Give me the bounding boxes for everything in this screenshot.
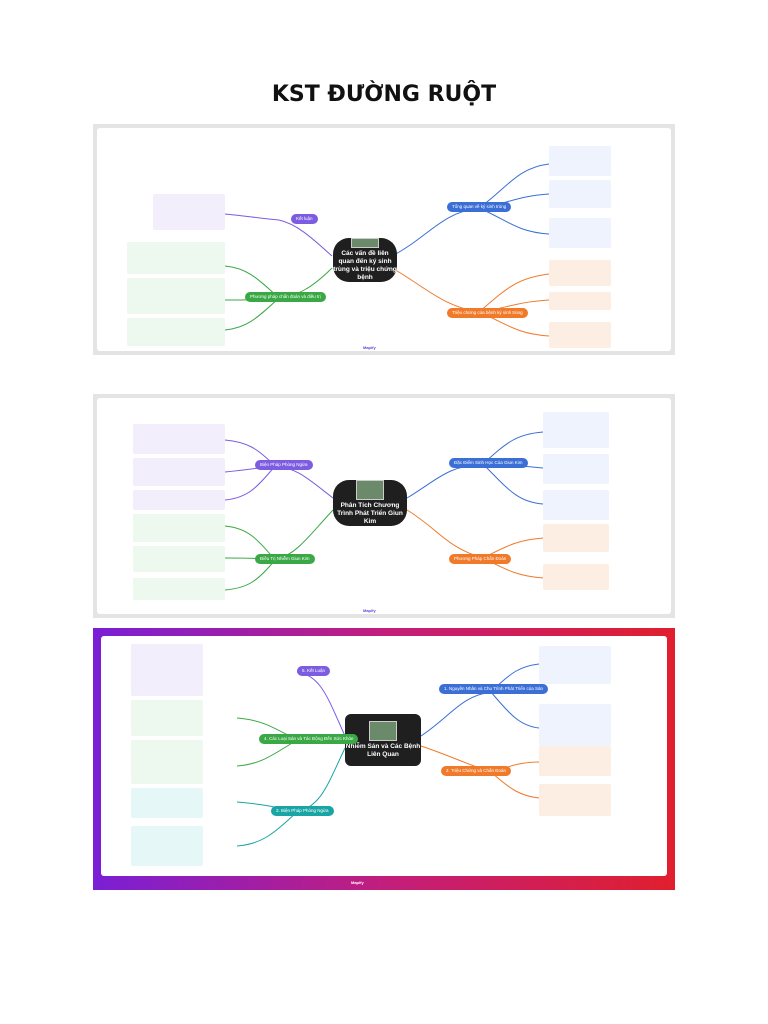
subtopic-node[interactable] <box>127 318 225 346</box>
subtopic-node[interactable] <box>549 292 611 310</box>
subtopic-node[interactable] <box>127 242 225 274</box>
subtopic-node[interactable] <box>131 740 203 784</box>
central-topic-label: Phân Tích Chương Trình Phát Triển Giun K… <box>337 502 403 525</box>
branch-node[interactable]: 5. Kết Luận <box>297 666 331 676</box>
branch-node[interactable]: Điều Trị Nhiễm Giun Kim <box>255 554 315 564</box>
branch-node[interactable]: Phương pháp chẩn đoán và điều trị <box>245 292 326 302</box>
mindmap-canvas-3: Nhiễm Sán và Các Bệnh Liên Quan 1. Nguyê… <box>101 636 667 876</box>
topic-thumbnail <box>369 721 397 741</box>
mindmap-panel-2: Phân Tích Chương Trình Phát Triển Giun K… <box>93 394 675 618</box>
subtopic-node[interactable] <box>133 424 225 454</box>
subtopic-node[interactable] <box>153 194 225 230</box>
subtopic-node[interactable] <box>543 524 609 552</box>
subtopic-node[interactable] <box>127 278 225 314</box>
topic-thumbnail <box>356 480 384 500</box>
subtopic-node[interactable] <box>133 546 225 572</box>
subtopic-node[interactable] <box>539 646 611 684</box>
subtopic-node[interactable] <box>543 454 609 484</box>
subtopic-node[interactable] <box>133 578 225 600</box>
mindmap-canvas-1: Các vấn đề liên quan đến ký sinh trùng v… <box>97 128 671 351</box>
subtopic-node[interactable] <box>539 784 611 816</box>
central-topic-label: Nhiễm Sán và Các Bệnh Liên Quan <box>345 743 421 758</box>
mapify-footer: Mapify <box>363 345 376 350</box>
mapify-footer: Mapify <box>363 608 376 613</box>
subtopic-node[interactable] <box>549 146 611 176</box>
branch-node[interactable]: Biện Pháp Phòng Ngừa <box>255 460 313 470</box>
subtopic-node[interactable] <box>131 700 203 736</box>
subtopic-node[interactable] <box>133 458 225 486</box>
subtopic-node[interactable] <box>549 322 611 348</box>
mindmap-panel-1: Các vấn đề liên quan đến ký sinh trùng v… <box>93 124 675 355</box>
subtopic-node[interactable] <box>549 180 611 208</box>
topic-thumbnail <box>351 238 379 248</box>
page-title: KST ĐƯỜNG RUỘT <box>271 82 497 107</box>
branch-node[interactable]: Kết luận <box>291 214 318 224</box>
subtopic-node[interactable] <box>549 260 611 286</box>
branch-node[interactable]: Triệu chứng của bệnh ký sinh trùng <box>447 308 528 318</box>
central-topic[interactable]: Phân Tích Chương Trình Phát Triển Giun K… <box>333 480 407 526</box>
subtopic-node[interactable] <box>131 644 203 696</box>
mapify-footer: Mapify <box>351 880 364 885</box>
subtopic-node[interactable] <box>131 826 203 866</box>
branch-node[interactable]: 2. Triệu Chứng và Chẩn Đoán <box>441 766 512 776</box>
subtopic-node[interactable] <box>133 490 225 510</box>
subtopic-node[interactable] <box>543 564 609 590</box>
branch-node[interactable]: 1. Nguyên Nhân và Chu Trình Phát Triển c… <box>439 684 549 694</box>
subtopic-node[interactable] <box>133 514 225 542</box>
branch-node[interactable]: Tổng quan về ký sinh trùng <box>447 202 512 212</box>
central-topic[interactable]: Nhiễm Sán và Các Bệnh Liên Quan <box>345 714 421 766</box>
mindmap-canvas-2: Phân Tích Chương Trình Phát Triển Giun K… <box>97 398 671 614</box>
branch-node[interactable]: Đặc Điểm Sinh Học Của Giun Kim <box>449 458 528 468</box>
mindmap-panel-3: Nhiễm Sán và Các Bệnh Liên Quan 1. Nguyê… <box>93 628 675 890</box>
subtopic-node[interactable] <box>543 412 609 448</box>
branch-node[interactable]: 4. Các Loại Sán và Tác Động Đến Sức Khỏe <box>259 734 359 744</box>
central-topic[interactable]: Các vấn đề liên quan đến ký sinh trùng v… <box>333 238 397 282</box>
subtopic-node[interactable] <box>539 746 611 776</box>
subtopic-node[interactable] <box>539 704 611 746</box>
subtopic-node[interactable] <box>131 788 203 818</box>
branch-node[interactable]: 3. Biện Pháp Phòng Ngừa <box>271 806 334 816</box>
subtopic-node[interactable] <box>543 490 609 520</box>
central-topic-label: Các vấn đề liên quan đến ký sinh trùng v… <box>333 250 397 281</box>
subtopic-node[interactable] <box>549 218 611 248</box>
branch-node[interactable]: Phương Pháp Chẩn Đoán <box>449 554 512 564</box>
